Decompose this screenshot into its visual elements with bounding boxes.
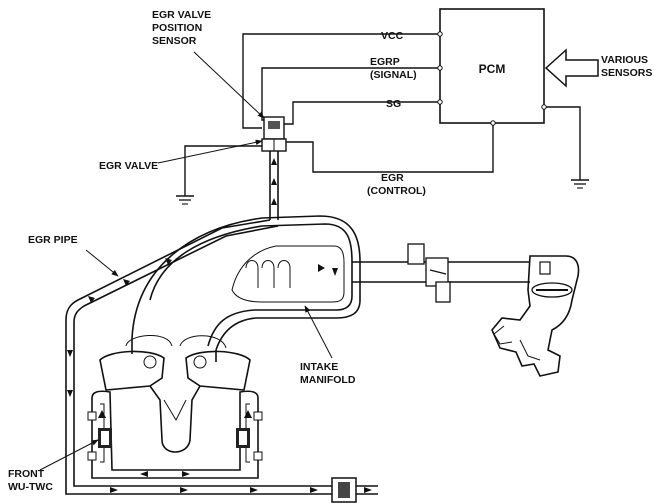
egr-valve xyxy=(261,116,287,152)
egr-valve-label: EGR VALVE xyxy=(99,160,158,172)
egr-pipe-label: EGR PIPE xyxy=(28,234,78,246)
engine-block xyxy=(87,334,263,479)
intake-manifold xyxy=(131,215,530,351)
intake-manifold-leader xyxy=(304,305,333,359)
pcm-ground xyxy=(541,104,589,189)
various-sensors-arrow xyxy=(544,48,599,88)
egr-pipe-leader xyxy=(85,249,119,277)
front-wutwc-label-1: FRONT xyxy=(8,468,45,480)
front-wutwc-label-2: WU-TWC xyxy=(8,481,53,493)
pcm-module: PCM xyxy=(439,8,545,124)
egr-valve-leader xyxy=(157,139,263,164)
exhaust-pipe xyxy=(65,420,378,503)
intake-manifold-label-1: INTAKE xyxy=(300,361,338,373)
intake-manifold-label-2: MANIFOLD xyxy=(300,374,356,386)
egr-sensor-label-2: POSITION xyxy=(152,22,202,34)
signal-wires xyxy=(176,31,496,205)
pcm-label: PCM xyxy=(479,62,506,76)
egr-sensor-label-3: SENSOR xyxy=(152,35,197,47)
air-cleaner xyxy=(491,255,580,377)
egr-supply-pipe xyxy=(269,151,279,220)
egrp-label-1: EGRP xyxy=(370,56,400,68)
egr-sensor-leader xyxy=(193,51,265,119)
sg-label: SG xyxy=(386,98,401,110)
egr-pipe xyxy=(65,219,279,420)
various-sensors-label-1: VARIOUS xyxy=(601,54,648,66)
egrp-label-2: (SIGNAL) xyxy=(370,69,417,81)
egr-sensor-label-1: EGR VALVE xyxy=(152,9,211,21)
egr-control-label-2: (CONTROL) xyxy=(367,185,426,197)
front-wutwc-leader xyxy=(39,439,99,471)
vcc-label: VCC xyxy=(381,30,404,42)
various-sensors-label-2: SENSORS xyxy=(601,67,652,79)
egr-control-label-1: EGR xyxy=(381,172,404,184)
